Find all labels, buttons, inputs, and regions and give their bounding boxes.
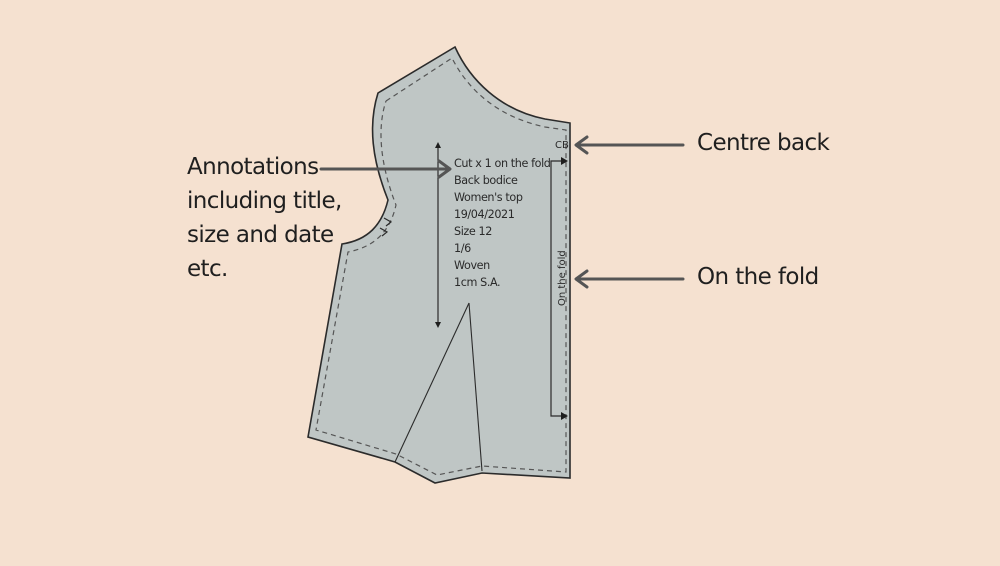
info-fabric: Woven [454,259,490,272]
dart [394,302,483,472]
piece-info-block: Cut x 1 on the fold Back bodice Women's … [454,157,551,289]
annotations-callout-line: Annotations [187,154,319,180]
fold-label: On the fold [557,250,568,306]
back-bodice-piece [307,45,571,484]
info-date: 19/04/2021 [454,208,515,221]
callout-arrow-centre-back [574,135,685,155]
info-cut: Cut x 1 on the fold [454,157,551,170]
annotations-callout-line: size and date [187,222,334,248]
info-size: Size 12 [454,225,492,238]
annotations-callout: Annotations including title, size and da… [187,150,357,286]
callout-arrow-annotations [319,159,452,179]
cb-mark: CB [555,140,569,151]
centre-back-callout: Centre back [697,130,830,156]
notch-marks [379,217,393,237]
fold-bracket [550,160,566,417]
info-seam-allowance: 1cm S.A. [454,276,500,289]
fold-arrowhead-bottom [561,412,568,420]
seam-allowance-line [315,57,567,476]
annotations-callout-line: including title, [187,188,342,214]
info-title: Back bodice [454,174,518,187]
annotations-callout-line: etc. [187,256,228,282]
info-category: Women's top [454,191,523,204]
info-scale: 1/6 [454,242,471,255]
on-the-fold-callout: On the fold [697,264,819,290]
callout-arrow-on-the-fold [574,269,685,289]
fold-arrowhead-top [561,157,568,165]
